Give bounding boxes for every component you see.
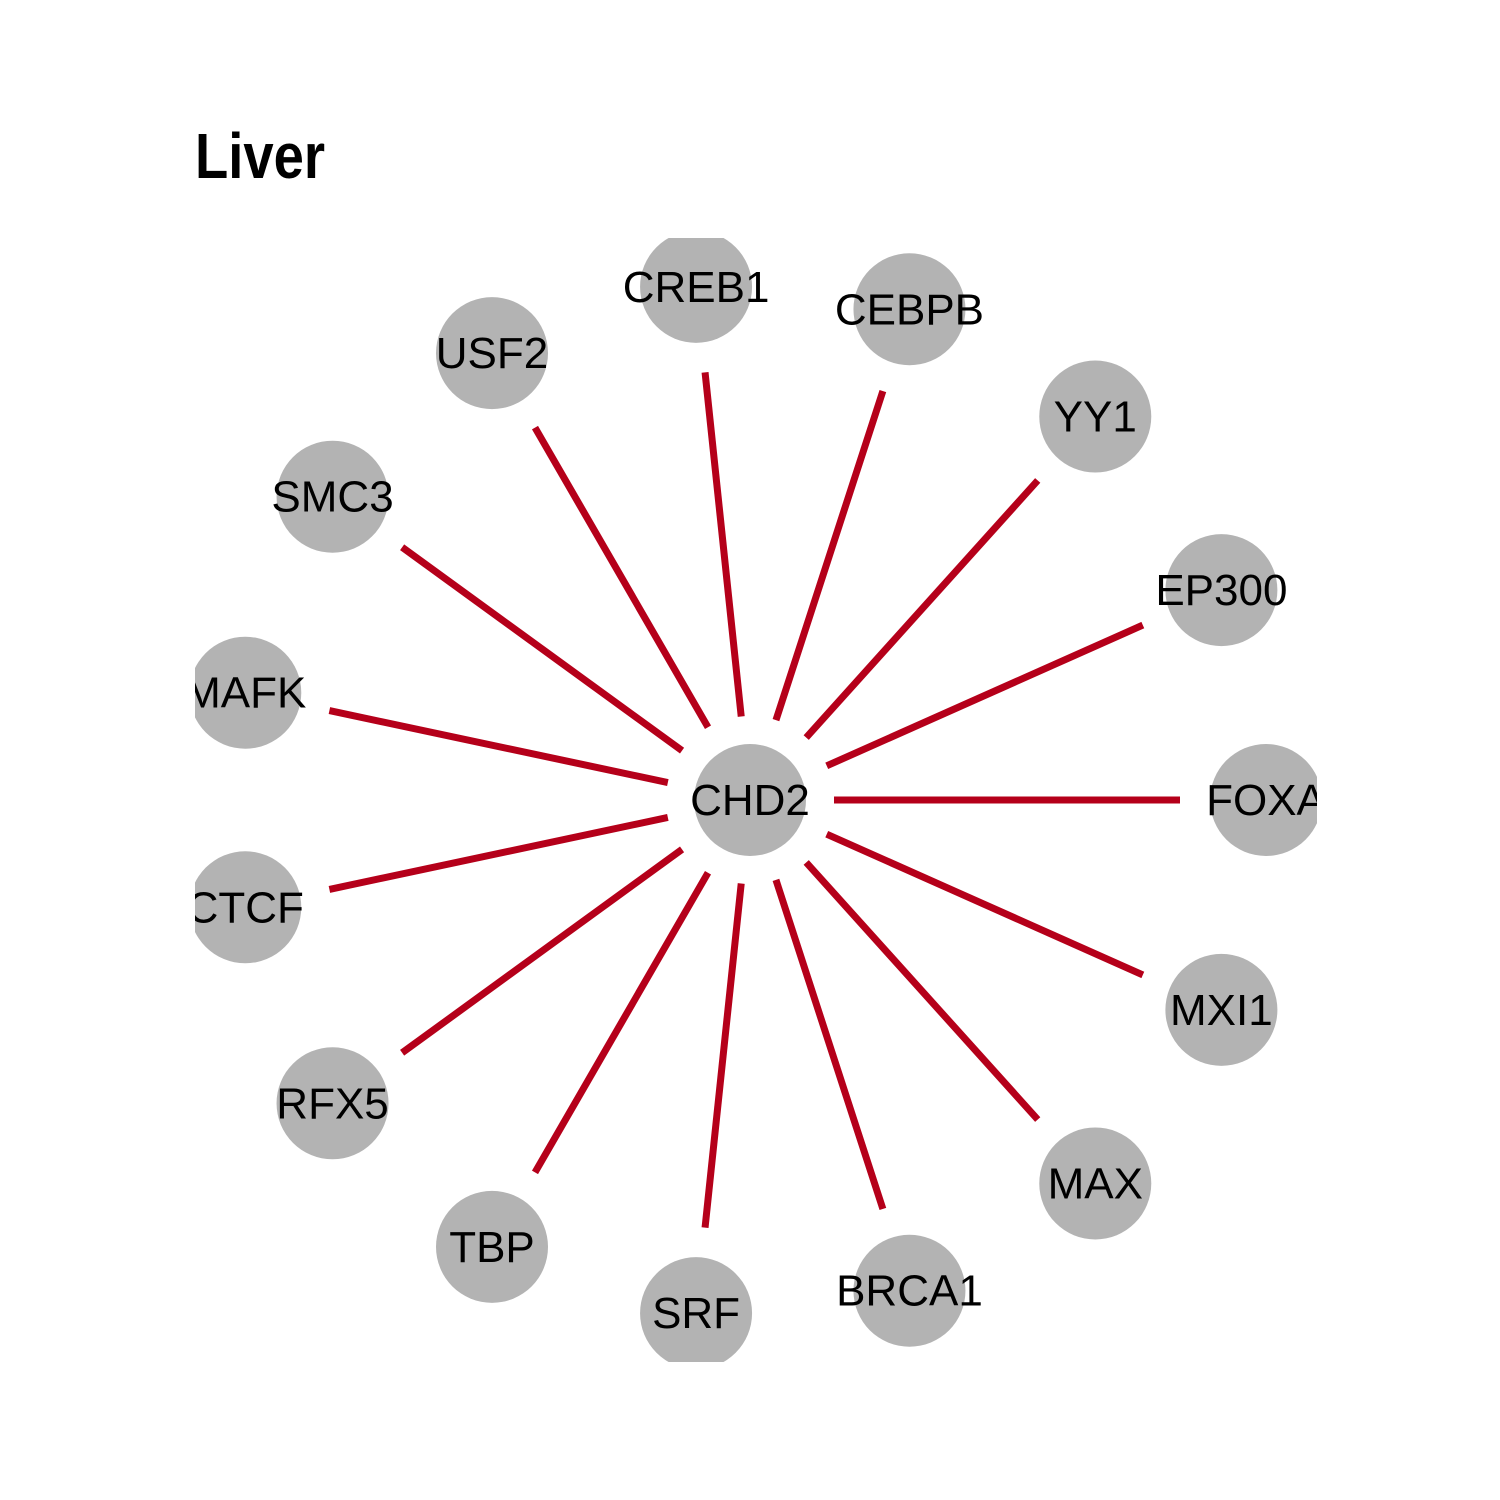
node-smc3: SMC3 (271, 440, 394, 553)
edge-chd2-smc3 (400, 544, 685, 754)
node-cebpb: CEBPB (835, 253, 984, 366)
node-ep300: EP300 (1155, 534, 1287, 647)
node-tbp: TBP (436, 1190, 548, 1303)
node-ep300-label: EP300 (1155, 566, 1287, 615)
node-ctcf: CTCF (187, 851, 304, 964)
node-rfx5-circle (276, 1047, 389, 1160)
edge-chd2-srf (701, 883, 745, 1229)
node-usf2-circle (436, 297, 548, 410)
node-srf: SRF (640, 1257, 753, 1362)
node-usf2: USF2 (436, 297, 548, 410)
edge-chd2-brca1 (772, 878, 887, 1211)
node-yy1: YY1 (1039, 360, 1152, 473)
node-tbp-circle (436, 1190, 548, 1303)
node-smc3-circle (276, 440, 389, 553)
node-ep300-circle (1165, 534, 1278, 647)
node-max-label: MAX (1048, 1159, 1143, 1208)
node-brca1-circle (853, 1234, 966, 1347)
edges-layer (328, 371, 1180, 1229)
node-mafk-circle (195, 636, 302, 749)
node-yy1-label: YY1 (1054, 393, 1137, 442)
node-mafk: MAFK (184, 636, 306, 749)
node-center-chd2-circle (694, 744, 806, 856)
edge-chd2-tbp (531, 870, 712, 1175)
node-mxi1: MXI1 (1165, 953, 1278, 1066)
node-cebpb-circle (853, 253, 966, 366)
edge-chd2-cebpb (772, 389, 887, 722)
edge-chd2-yy1 (803, 478, 1041, 740)
edge-chd2-rfx5 (400, 846, 685, 1056)
node-mxi1-circle (1165, 953, 1278, 1066)
edge-chd2-mxi1 (825, 830, 1145, 979)
edge-chd2-mafk (328, 707, 669, 786)
node-ctcf-circle (195, 851, 302, 964)
node-max-circle (1039, 1127, 1152, 1240)
node-foxa-circle (1210, 744, 1317, 856)
node-rfx5: RFX5 (276, 1047, 389, 1160)
node-tbp-label: TBP (449, 1223, 535, 1272)
node-rfx5-label: RFX5 (276, 1079, 388, 1128)
edge-chd2-usf2 (531, 425, 712, 730)
edge-chd2-ep300 (825, 621, 1145, 770)
node-foxa: FOXA (1206, 744, 1326, 856)
node-center-chd2: CHD2 (690, 744, 810, 856)
node-mafk-label: MAFK (184, 669, 306, 718)
node-ctcf-label: CTCF (187, 883, 304, 932)
node-foxa-label: FOXA (1206, 776, 1326, 825)
node-cebpb-label: CEBPB (835, 285, 984, 334)
node-creb1: CREB1 (623, 238, 770, 343)
node-usf2-label: USF2 (436, 329, 548, 378)
node-mxi1-label: MXI1 (1170, 986, 1273, 1035)
node-creb1-label: CREB1 (623, 263, 770, 312)
node-brca1-label: BRCA1 (836, 1267, 983, 1316)
node-srf-circle (640, 1257, 753, 1362)
edge-chd2-ctcf (328, 814, 669, 893)
node-smc3-label: SMC3 (271, 473, 393, 522)
node-creb1-circle (640, 238, 753, 343)
page-title: Liver (195, 120, 326, 192)
edge-chd2-max (803, 860, 1041, 1122)
node-brca1: BRCA1 (836, 1234, 983, 1347)
node-srf-label: SRF (652, 1289, 740, 1338)
node-max: MAX (1039, 1127, 1152, 1240)
node-center-chd2-label: CHD2 (690, 776, 810, 825)
edge-chd2-creb1 (701, 371, 745, 717)
node-yy1-circle (1039, 360, 1152, 473)
